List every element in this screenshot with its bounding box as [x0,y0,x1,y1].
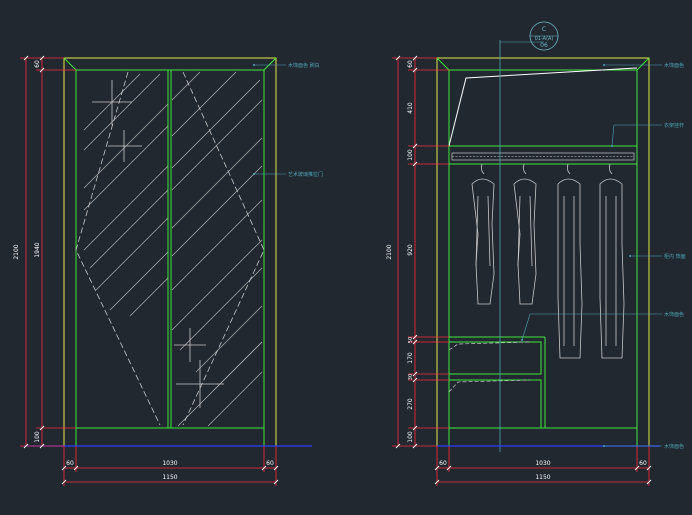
left-glass-diamond [75,71,265,426]
right-label-drawer-color: 木饰面色 [664,311,684,318]
right-label-hanging-rod: 衣架挂杆 [664,122,684,129]
section-tag-middle: 01-A(A) [535,36,554,42]
right-hanging-garments [471,163,625,359]
right-dim-width-middle: 1030 [535,460,550,467]
right-elevation: C 01-A(A) 06 2100 [386,21,686,486]
section-tag-top: C [542,26,546,33]
right-dim-bottom: 100 [407,431,414,443]
left-dim-width-left: 60 [66,460,74,467]
left-dim-width-middle: 1030 [162,460,177,467]
left-dim-top: 60 [34,60,41,68]
right-leaders [521,64,662,447]
right-dim-width-right: 60 [639,460,647,467]
section-tag: C 01-A(A) 06 [529,21,559,51]
garment-3 [557,163,583,359]
right-label-base-color: 木饰面色 [664,443,684,450]
right-vertical-dimensions [392,57,449,447]
left-horizontal-dimensions [63,446,277,486]
right-hanging-rail [451,152,635,161]
right-dim-drawer-lower: 270 [407,398,414,410]
right-top-oblique-panel [448,67,638,147]
right-outer-frame [436,57,650,447]
left-dim-middle: 1940 [34,242,41,257]
right-drawer-details [448,341,531,393]
right-dim-hanging: 920 [407,244,414,256]
right-cabinet-interior [436,57,650,447]
garment-2 [513,163,537,305]
right-label-top-color: 木饰面色 [664,62,684,69]
section-tag-bottom: 06 [540,42,548,49]
right-dim-drawer-mid: 30 [408,374,414,380]
left-label-frame-color: 木饰面色 刷白 [288,62,320,69]
garment-1 [471,163,495,305]
right-dim-drawer-upper: 170 [407,352,414,364]
right-label-interior: 柜内 饰面 [664,253,686,260]
left-dim-total-height: 2100 [13,244,20,259]
right-dim-width-left: 60 [439,460,447,467]
left-elevation: 2100 60 1940 100 60 1030 60 1150 木饰面色 刷 [13,55,323,486]
right-dim-rail: 100 [407,149,414,161]
right-dim-total-height: 2100 [386,244,393,259]
garment-4 [599,163,625,359]
left-label-glass-door: 艺术玻璃推拉门 [288,171,323,178]
left-leaders [254,64,286,175]
right-dim-top: 60 [407,60,414,68]
left-outer-frame [63,57,277,447]
right-dim-width-total: 1150 [535,474,550,481]
right-dim-upper: 410 [407,102,414,114]
left-door-panel [63,57,277,447]
left-glass-hatch [83,71,263,427]
left-dim-width-right: 60 [266,460,274,467]
left-glass-sparkles [92,80,224,408]
left-vertical-dimensions [20,57,76,447]
left-dim-bottom: 100 [34,431,41,443]
right-horizontal-dimensions [436,446,650,486]
left-dim-width-total: 1150 [162,474,177,481]
right-dim-drawer-gap: 50 [408,337,414,343]
